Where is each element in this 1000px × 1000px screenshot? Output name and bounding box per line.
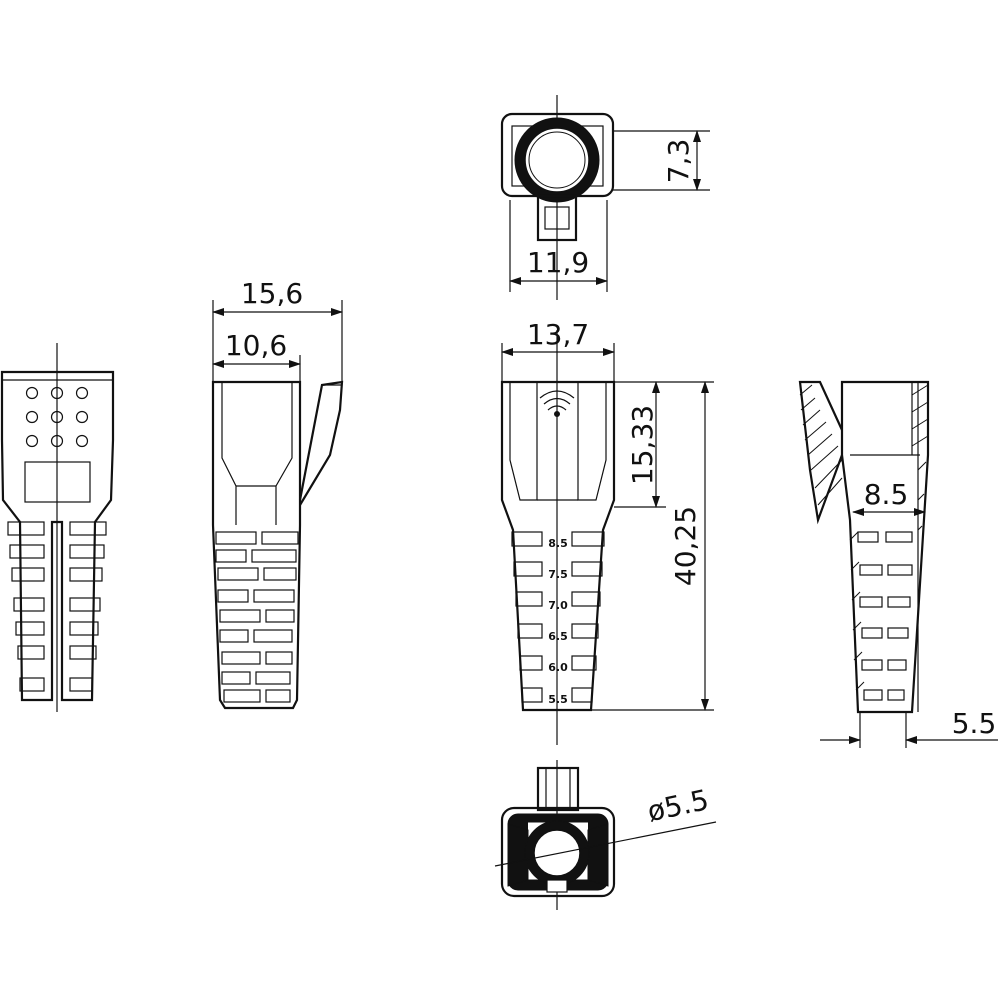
side-ribs — [215, 531, 299, 703]
section-hatch — [799, 384, 929, 691]
wifi-icon — [539, 390, 575, 417]
front-ribs — [511, 531, 605, 703]
dim-length-total: 40,25 — [669, 506, 702, 586]
dim-inner-section: 8.5 — [864, 478, 909, 511]
dim-width-body: 10,6 — [225, 329, 287, 362]
rib-pattern-left — [7, 521, 107, 692]
scale-mark: 7.0 — [548, 599, 568, 612]
dim-width-front: 13,7 — [527, 318, 589, 351]
dim-hole-diameter: ø5.5 — [644, 783, 711, 828]
scale-mark: 7.5 — [548, 568, 568, 581]
dim-outlet-section: 5.5 — [952, 707, 997, 740]
top-view: 7,3 11,9 — [500, 95, 710, 300]
rear-view — [0, 343, 115, 712]
dim-width-boot: 15,6 — [241, 277, 303, 310]
section-view: 8.5 5.5 — [798, 380, 998, 748]
scale-mark: 6.0 — [548, 661, 568, 674]
scale-mark: 6.5 — [548, 630, 568, 643]
vent-holes — [25, 386, 89, 448]
dim-length-upper: 15,33 — [626, 405, 659, 485]
section-ribs — [857, 531, 913, 701]
side-view: 15,6 10,6 — [211, 277, 344, 710]
front-view: 8.5 7.5 7.0 6.5 6.0 5.5 13,7 15,33 40,25 — [500, 318, 714, 745]
bottom-view: ø5.5 — [494, 760, 717, 910]
dim-height-top: 7,3 — [662, 139, 695, 184]
size-scale: 8.5 7.5 7.0 6.5 6.0 5.5 — [548, 537, 568, 706]
scale-mark: 8.5 — [548, 537, 568, 550]
dim-width-top: 11,9 — [527, 246, 589, 279]
scale-mark: 5.5 — [548, 693, 568, 706]
